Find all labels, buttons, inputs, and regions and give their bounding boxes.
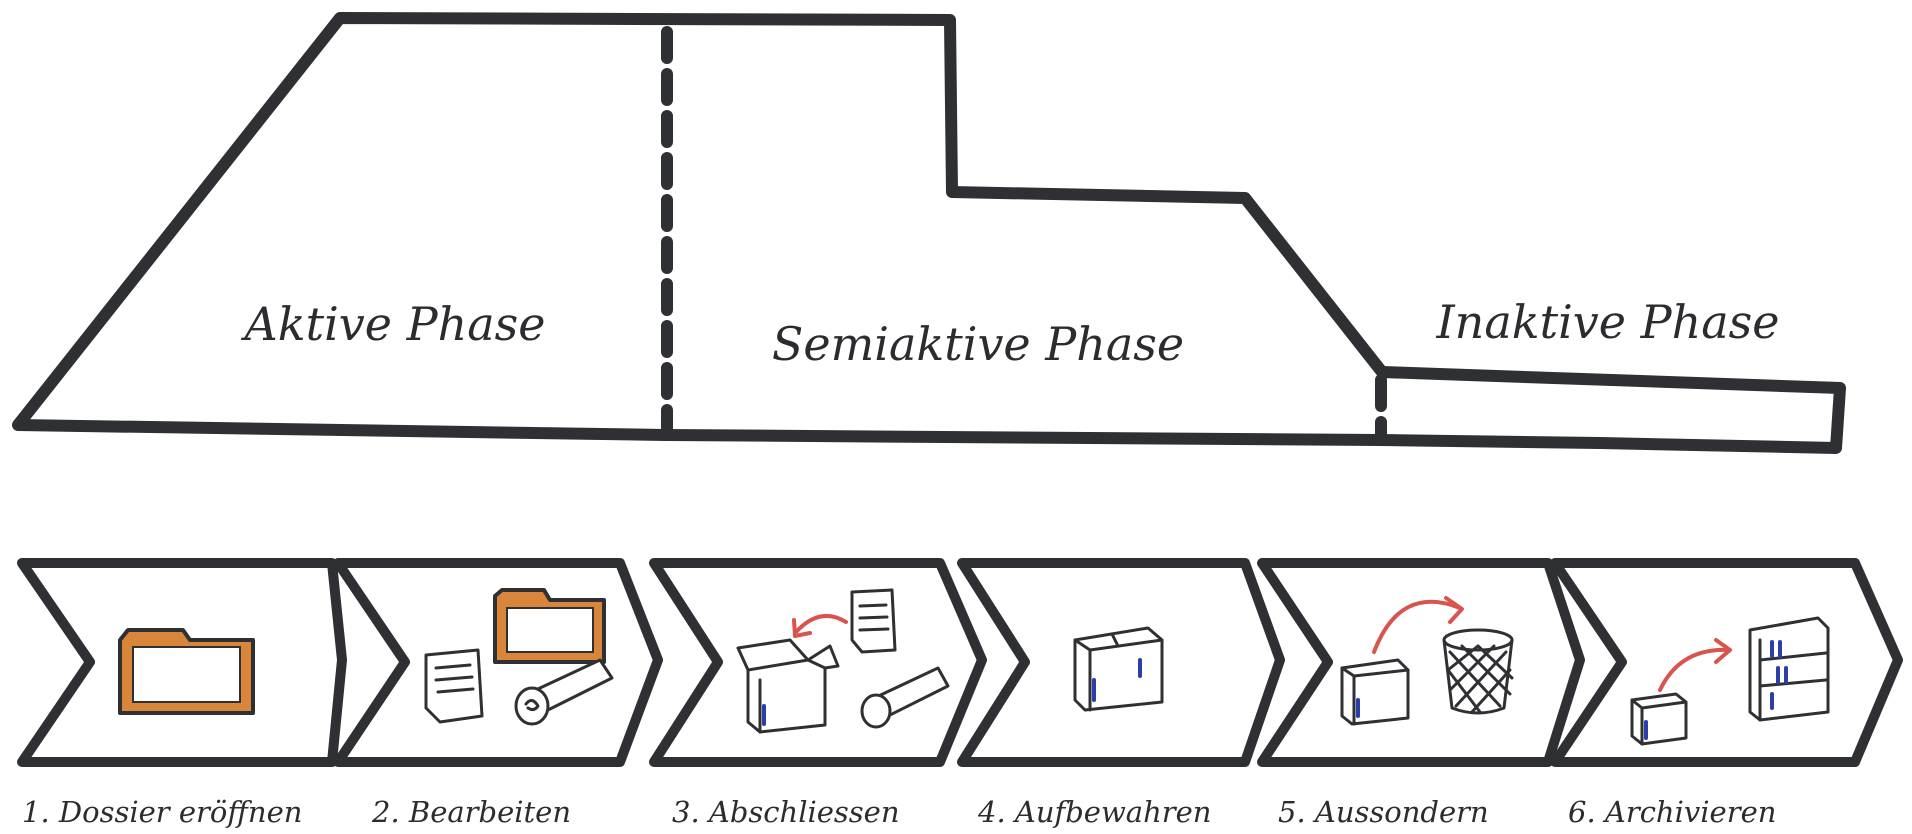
- lifecycle-profile: Aktive Phase Semiaktive Phase Inaktive P…: [12, 12, 1846, 454]
- step-label-6: 6. Archivieren: [1568, 795, 1776, 829]
- documents-folder-scroll-icon: [424, 588, 614, 726]
- process-step-3: 3. Abschliessen: [649, 558, 987, 829]
- phase-label-semiactive: Semiaktive Phase: [772, 317, 1184, 371]
- box-to-wastebasket-icon: [1340, 596, 1514, 726]
- step-label-4: 4. Aufbewahren: [977, 795, 1211, 829]
- step-label-5: 5. Aussondern: [1278, 795, 1489, 829]
- chevron-shape: [649, 558, 987, 767]
- process-steps: 1. Dossier eröffnen 2. Bearbeiten: [17, 558, 1903, 829]
- process-step-2: 2. Bearbeiten: [333, 558, 663, 829]
- chevron-shape: [1550, 558, 1903, 767]
- process-step-5: 5. Aussondern: [1257, 558, 1585, 829]
- step-label-2: 2. Bearbeiten: [371, 795, 571, 829]
- lifecycle-outline: [12, 12, 1846, 454]
- process-step-4: 4. Aufbewahren: [957, 558, 1285, 829]
- box-to-shelf-icon: [1630, 616, 1830, 746]
- process-step-1: 1. Dossier eröffnen: [17, 558, 347, 829]
- chevron-shape: [1257, 558, 1585, 767]
- phase-label-active: Aktive Phase: [241, 297, 546, 351]
- box-packing-icon: [736, 588, 950, 734]
- process-step-6: 6. Archivieren: [1550, 558, 1903, 829]
- phase-label-inactive: Inaktive Phase: [1436, 295, 1780, 349]
- step-label-1: 1. Dossier eröffnen: [22, 795, 302, 829]
- step-label-3: 3. Abschliessen: [672, 795, 900, 829]
- folder-icon: [118, 628, 255, 715]
- closed-box-icon: [1073, 626, 1164, 712]
